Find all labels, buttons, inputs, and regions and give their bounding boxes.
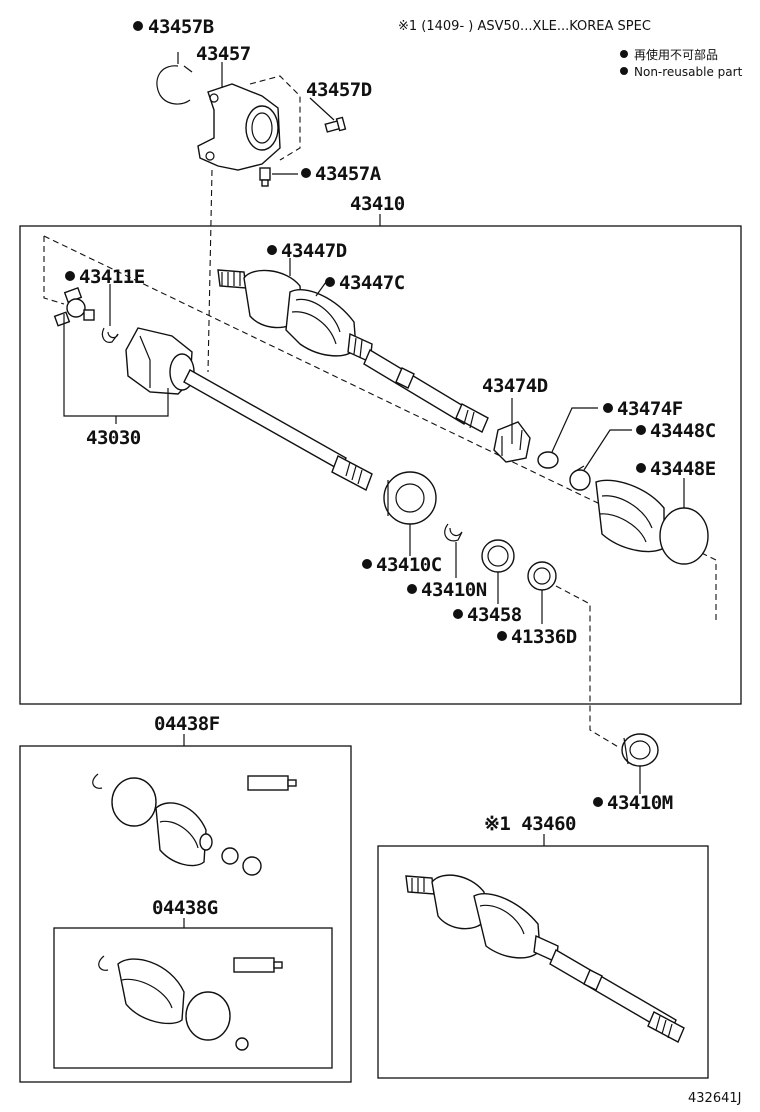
diagram-code: 432641J	[688, 1091, 741, 1106]
clamp-43448c-tab	[573, 465, 585, 473]
bracket-to-shaft-dash	[207, 169, 213, 373]
leader-43474f	[551, 407, 598, 453]
boot-icon	[117, 958, 185, 1025]
boot-kit-04438g-parts	[98, 955, 283, 1051]
label-43447d: 43447D	[281, 240, 347, 262]
clamp-43448c-icon	[569, 469, 591, 491]
non-reusable-dot-icon	[362, 559, 372, 569]
clamp-icon	[185, 991, 231, 1041]
leader-43447c	[315, 281, 327, 297]
snap-ring-43457b-icon	[156, 65, 191, 105]
non-reusable-dot-icon	[407, 584, 417, 594]
boot-kit-04438f-box	[19, 745, 352, 1083]
bearing-bracket-43457-icon	[197, 75, 301, 171]
boot-end-icon	[199, 833, 213, 851]
small-clamp-icon	[221, 847, 239, 865]
label-43457d: 43457D	[306, 79, 372, 101]
snap-ring-43474f-icon	[537, 451, 559, 469]
label-43458: 43458	[467, 604, 522, 626]
bolt-43457a-icon	[259, 167, 271, 187]
non-reusable-dot-icon	[133, 21, 143, 31]
label-04438f: 04438F	[154, 713, 220, 735]
assembly-43410-box	[19, 225, 742, 705]
non-reusable-dot-icon	[267, 245, 277, 255]
small-clamp-icon	[242, 856, 262, 876]
legend-dot-icon	[620, 50, 628, 58]
outer-shaft-icon	[363, 348, 489, 433]
drive-shaft-43030-icon	[183, 369, 373, 491]
label-43448c: 43448C	[650, 420, 716, 442]
non-reusable-dot-icon	[453, 609, 463, 619]
tripod-43411e-icon	[53, 287, 95, 327]
bracket-group	[156, 52, 347, 373]
grease-tube-icon	[247, 775, 297, 791]
label-43030: 43030	[86, 427, 141, 449]
label-43457a: 43457A	[315, 163, 382, 185]
grease-tube-icon	[233, 957, 283, 973]
label-43410c: 43410C	[376, 554, 442, 576]
boot-43448e-icon	[595, 479, 709, 565]
boot-kit-04438g-box	[53, 927, 333, 1069]
label-43457b: 43457B	[148, 16, 214, 38]
label-43474d: 43474D	[482, 375, 548, 397]
seal-43458-icon	[481, 539, 515, 573]
clamp-icon	[111, 777, 157, 827]
snap-ring-icon	[98, 955, 109, 971]
non-reusable-dot-icon	[636, 425, 646, 435]
non-reusable-dot-icon	[301, 168, 311, 178]
snap-ring-43410n-icon	[444, 523, 463, 542]
label-43460: ※1 43460	[484, 813, 576, 835]
label-43411e: 43411E	[79, 266, 145, 288]
non-reusable-dot-icon	[603, 403, 613, 413]
label-43447c: 43447C	[339, 272, 405, 294]
non-reusable-dot-icon	[636, 463, 646, 473]
leader-43457d	[309, 97, 335, 121]
shaft-43460-box	[377, 845, 709, 1079]
non-reusable-dot-icon	[497, 631, 507, 641]
small-clamp-icon	[235, 1037, 249, 1051]
legend-jp: 再使用不可部品	[634, 47, 718, 62]
boot-kit-04438f-parts	[92, 773, 297, 876]
label-43410: 43410	[350, 193, 405, 215]
abs-rotor-43474d-icon	[493, 421, 531, 463]
legend-dot-icon	[620, 67, 628, 75]
boot-icon	[155, 802, 207, 867]
inner-joint-housing-icon	[125, 327, 195, 395]
boot-rib	[121, 978, 173, 1009]
non-reusable-dot-icon	[593, 797, 603, 807]
assembly-dash-left	[43, 236, 65, 305]
label-41336d: 41336D	[511, 626, 577, 648]
bearing-43410m-icon	[621, 733, 659, 767]
label-43474f: 43474F	[617, 398, 683, 420]
seal-41336d-icon	[527, 561, 557, 591]
boot-rib	[159, 820, 199, 849]
bolt-43457d-icon	[324, 116, 347, 133]
label-43410m: 43410M	[607, 792, 673, 814]
non-reusable-dot-icon	[325, 277, 335, 287]
label-04438g: 04438G	[152, 897, 218, 919]
label-43448e: 43448E	[650, 458, 716, 480]
shaft-43460-icon	[405, 874, 685, 1043]
snap-ring-icon	[92, 773, 103, 789]
bearing-43410c-icon	[383, 471, 437, 525]
non-reusable-dot-icon	[65, 271, 75, 281]
seal-to-43410m-dash	[555, 585, 621, 749]
outer-cv-joint-icon	[217, 269, 373, 364]
spec-note: ※1 (1409- ) ASV50...XLE...KOREA SPEC	[398, 19, 651, 34]
snap-ring-43457b-tip	[183, 65, 193, 73]
label-43457: 43457	[196, 43, 251, 65]
snap-ring-icon	[101, 327, 119, 343]
label-43410n: 43410N	[421, 579, 487, 601]
leader-43448c	[583, 429, 632, 471]
legend-en: Non-reusable part	[634, 65, 743, 79]
